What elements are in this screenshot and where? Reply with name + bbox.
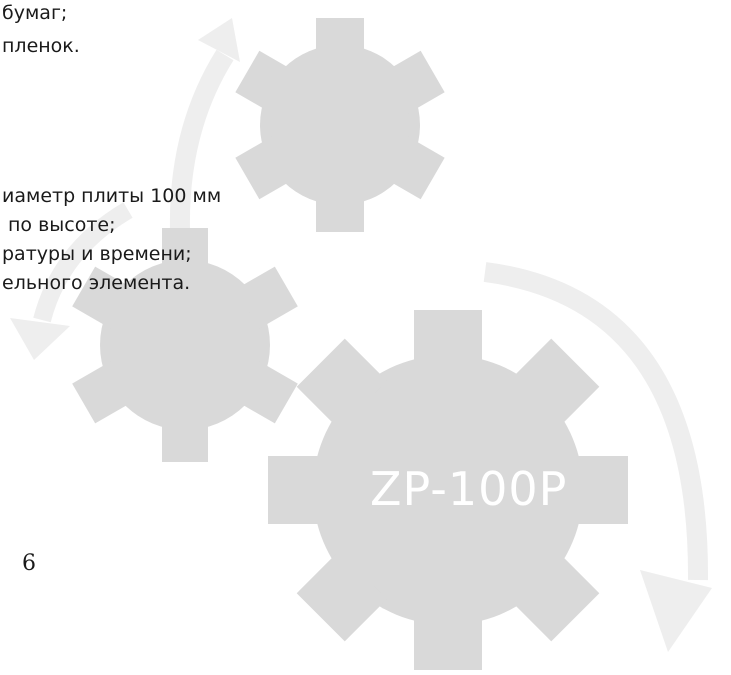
gear-left — [72, 228, 298, 462]
text-line-3: иаметр плиты 100 мм — [2, 185, 222, 207]
arrow-left-arc — [33, 202, 133, 323]
arrow-top-left-head — [198, 18, 240, 62]
arrow-left-head — [10, 318, 70, 360]
text-line-4: по высоте; — [8, 214, 116, 236]
model-label: ZP-100P — [370, 462, 568, 516]
gear-top — [235, 18, 445, 232]
text-line-1: бумаг; — [2, 2, 68, 24]
text-line-5: ратуры и времени; — [2, 243, 192, 265]
arrow-top-left-arc — [169, 49, 234, 231]
text-line-2: пленок. — [2, 35, 80, 57]
page-number: 6 — [22, 551, 36, 576]
gear-large — [268, 310, 628, 670]
arrow-right-head — [640, 570, 712, 652]
text-line-6: ельного элемента. — [2, 272, 191, 294]
arrow-right-arc — [483, 262, 709, 581]
